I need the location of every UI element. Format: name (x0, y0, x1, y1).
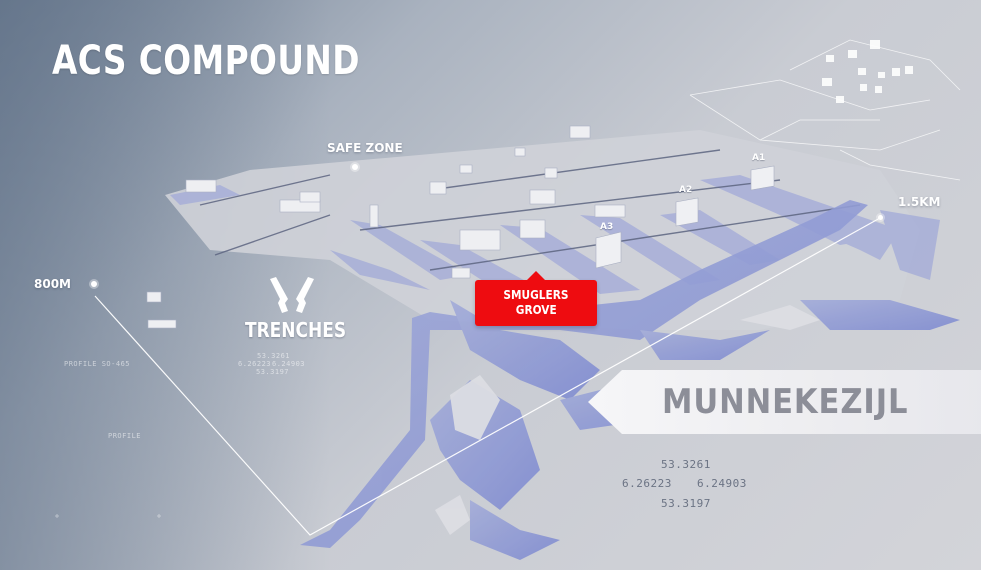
safe-zone-label: SAFE ZONE (327, 141, 403, 155)
trench-coord-2: 6.26223 (238, 360, 272, 368)
coordinate-2: 6.26223 (622, 477, 672, 490)
trenches-label[interactable]: TRENCHES (245, 318, 347, 342)
roads (199, 149, 861, 271)
trench-coord-4: 53.3197 (256, 368, 290, 376)
trench-coord-3: 6.24903 (272, 360, 306, 368)
smugglers-grove-line2: GROVE (515, 303, 557, 317)
river-banks (435, 305, 820, 535)
smugglers-grove-marker[interactable]: SMUGLERS GROVE (475, 271, 597, 326)
coordinate-1: 53.3261 (661, 458, 711, 471)
profile-text-2: PROFILE (108, 432, 142, 440)
hud-ticks (55, 514, 161, 518)
distance-left-label: 800M (34, 277, 71, 291)
distance-right-marker (878, 215, 883, 220)
location-name: MUNNEKEZIJL (662, 382, 909, 422)
distance-right-label: 1.5KM (898, 195, 941, 209)
objective-a3-label[interactable]: A3 (600, 222, 614, 232)
map-title: ACS COMPOUND (52, 38, 360, 84)
trench-coord-1: 53.3261 (257, 352, 291, 360)
coordinate-3: 6.24903 (697, 477, 747, 490)
location-banner[interactable]: MUNNEKEZIJL (588, 370, 981, 434)
safe-zone-marker[interactable] (352, 164, 358, 170)
objective-a1-label[interactable]: A1 (752, 153, 766, 163)
distance-left-marker (91, 281, 97, 287)
coordinate-4: 53.3197 (661, 497, 711, 510)
buildings (146, 125, 775, 329)
smugglers-grove-line1: SMUGLERS (503, 288, 569, 302)
wireframe-lines (689, 39, 961, 181)
profile-text-1: PROFILE SO-465 (64, 360, 131, 368)
distance-path (94, 217, 881, 536)
crossed-pistols-icon (270, 277, 314, 313)
wireframe-buildings (822, 40, 913, 103)
objective-a2-label[interactable]: A2 (679, 185, 693, 195)
